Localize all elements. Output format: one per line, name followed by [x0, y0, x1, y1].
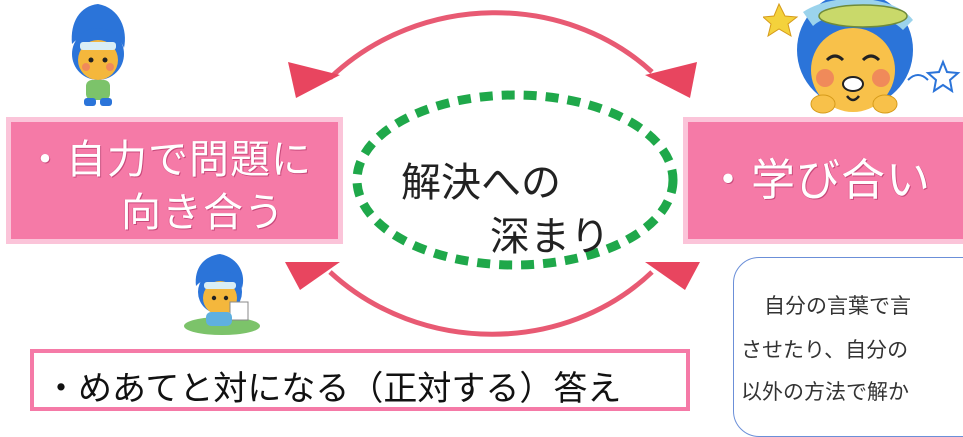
mascot-bottom-left-icon [184, 254, 260, 335]
note-line: 自分の言葉で言 [764, 294, 911, 318]
answer-text: ・めあてと対になる（正対する）答え [44, 369, 622, 409]
bottom-arc-arrow [328, 270, 654, 337]
note-line: させたり、自分の [741, 338, 909, 362]
note-line: 以外の方法で解か [741, 380, 909, 404]
top-arc-arrow [328, 10, 654, 80]
center-line1: 解決への [401, 160, 561, 206]
note-box: 自分の言葉で言 させたり、自分の 以外の方法で解か [733, 257, 963, 437]
arrowhead-bottom-right [645, 262, 700, 290]
mutual-learning-box: ・学び合い [683, 117, 963, 244]
answer-box: ・めあてと対になる（正対する）答え [30, 349, 690, 411]
self-effort-box: ・自力で問題に 向き合う [6, 117, 343, 244]
center-line2: 深まり [490, 214, 610, 260]
self-effort-line2: 向き合う [121, 190, 285, 236]
cycle-arrows-diagram [285, 10, 700, 337]
dotted-ellipse [352, 90, 678, 270]
center-label: 解決への 深まり [395, 150, 645, 260]
mascot-top-right-icon [763, 0, 961, 114]
arrowhead-top-left [288, 62, 340, 98]
mascot-top-left-icon [71, 4, 125, 106]
arrowhead-top-right [645, 62, 697, 98]
arrowhead-bottom-left [285, 262, 340, 290]
mutual-learning-label: ・学び合い [706, 155, 931, 206]
self-effort-line1: ・自力で問題に [25, 137, 312, 183]
